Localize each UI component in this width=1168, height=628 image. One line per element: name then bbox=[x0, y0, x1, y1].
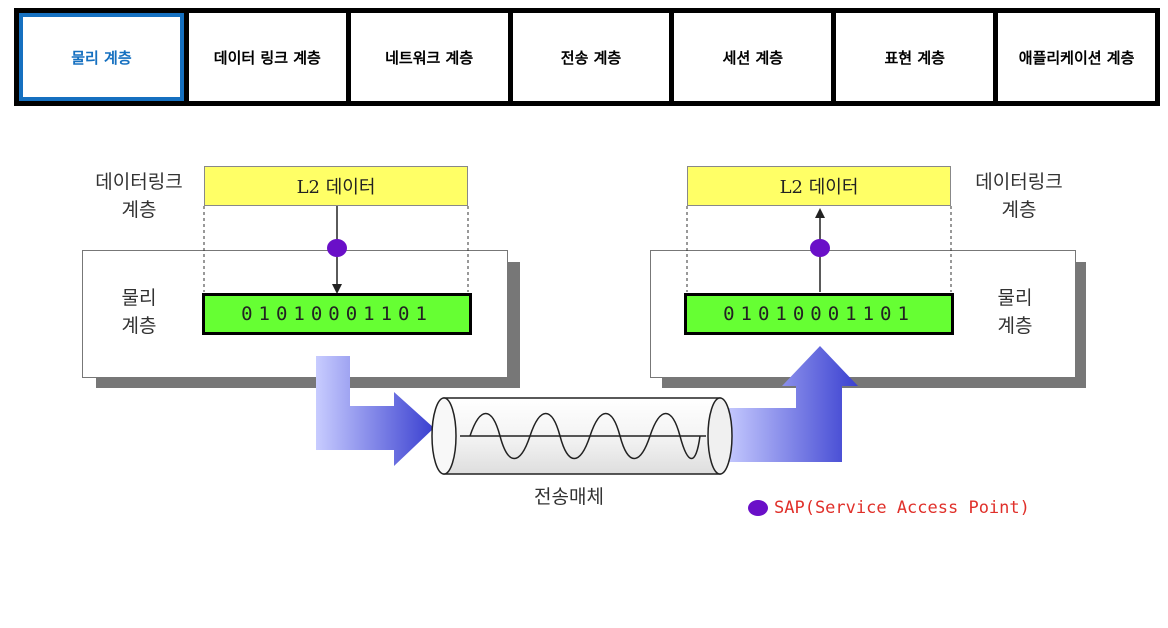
right-sap-arrow-up-icon bbox=[810, 208, 830, 292]
tab-physical-layer[interactable]: 물리 계층 bbox=[19, 13, 184, 101]
send-flow-arrow-icon bbox=[316, 356, 434, 466]
left-physical-label-line1: 물리 bbox=[121, 287, 157, 309]
right-physical-label-line2: 계층 bbox=[997, 315, 1033, 337]
right-dashed-guides bbox=[686, 206, 952, 292]
tab-data-link-layer[interactable]: 데이터 링크 계층 bbox=[188, 13, 346, 101]
tab-presentation-layer[interactable]: 표현 계층 bbox=[836, 13, 994, 101]
right-datalink-label-line2: 계층 bbox=[1001, 199, 1037, 221]
right-l2-data-box: L2 데이터 bbox=[687, 166, 951, 206]
layer-tab-bar: 물리 계층 데이터 링크 계층 네트워크 계층 전송 계층 세션 계층 표현 계… bbox=[14, 8, 1160, 106]
left-sap-dot bbox=[327, 239, 347, 257]
physical-layer-diagram: 데이터링크 계층 L2 데이터 물리 계층 01010001101 데이터링크 … bbox=[0, 110, 1168, 550]
right-sap-dot bbox=[810, 239, 830, 257]
tab-transport-layer[interactable]: 전송 계층 bbox=[512, 13, 670, 101]
right-physical-layer-label: 물리 계층 bbox=[980, 284, 1050, 340]
sap-legend: SAP(Service Access Point) bbox=[748, 498, 1030, 518]
tab-network-layer[interactable]: 네트워크 계층 bbox=[350, 13, 508, 101]
left-physical-label-line2: 계층 bbox=[121, 315, 157, 337]
left-datalink-label-line2: 계층 bbox=[121, 199, 157, 221]
left-l2-data-box: L2 데이터 bbox=[204, 166, 468, 206]
right-physical-label-line1: 물리 bbox=[997, 287, 1033, 309]
tab-application-layer[interactable]: 애플리케이션 계층 bbox=[998, 13, 1156, 101]
sap-legend-text: SAP(Service Access Point) bbox=[774, 498, 1030, 518]
left-bitstream-box: 01010001101 bbox=[202, 293, 472, 335]
tab-session-layer[interactable]: 세션 계층 bbox=[674, 13, 832, 101]
right-datalink-layer-label: 데이터링크 계층 bbox=[954, 168, 1084, 224]
transmission-medium-label: 전송매체 bbox=[534, 486, 604, 508]
right-bitstream-box: 01010001101 bbox=[684, 293, 954, 335]
left-datalink-label-line1: 데이터링크 bbox=[95, 171, 183, 193]
diagram-graphics bbox=[203, 206, 952, 475]
transmission-medium-cylinder bbox=[431, 397, 733, 475]
left-sap-arrow-down-icon bbox=[327, 206, 347, 294]
sap-legend-dot-icon bbox=[748, 500, 768, 516]
left-physical-layer-label: 물리 계층 bbox=[104, 284, 174, 340]
left-dashed-guides bbox=[203, 206, 469, 292]
right-datalink-label-line1: 데이터링크 bbox=[975, 171, 1063, 193]
receive-flow-arrow-icon bbox=[724, 346, 858, 462]
signal-wave-icon bbox=[469, 413, 701, 459]
left-datalink-layer-label: 데이터링크 계층 bbox=[74, 168, 204, 224]
